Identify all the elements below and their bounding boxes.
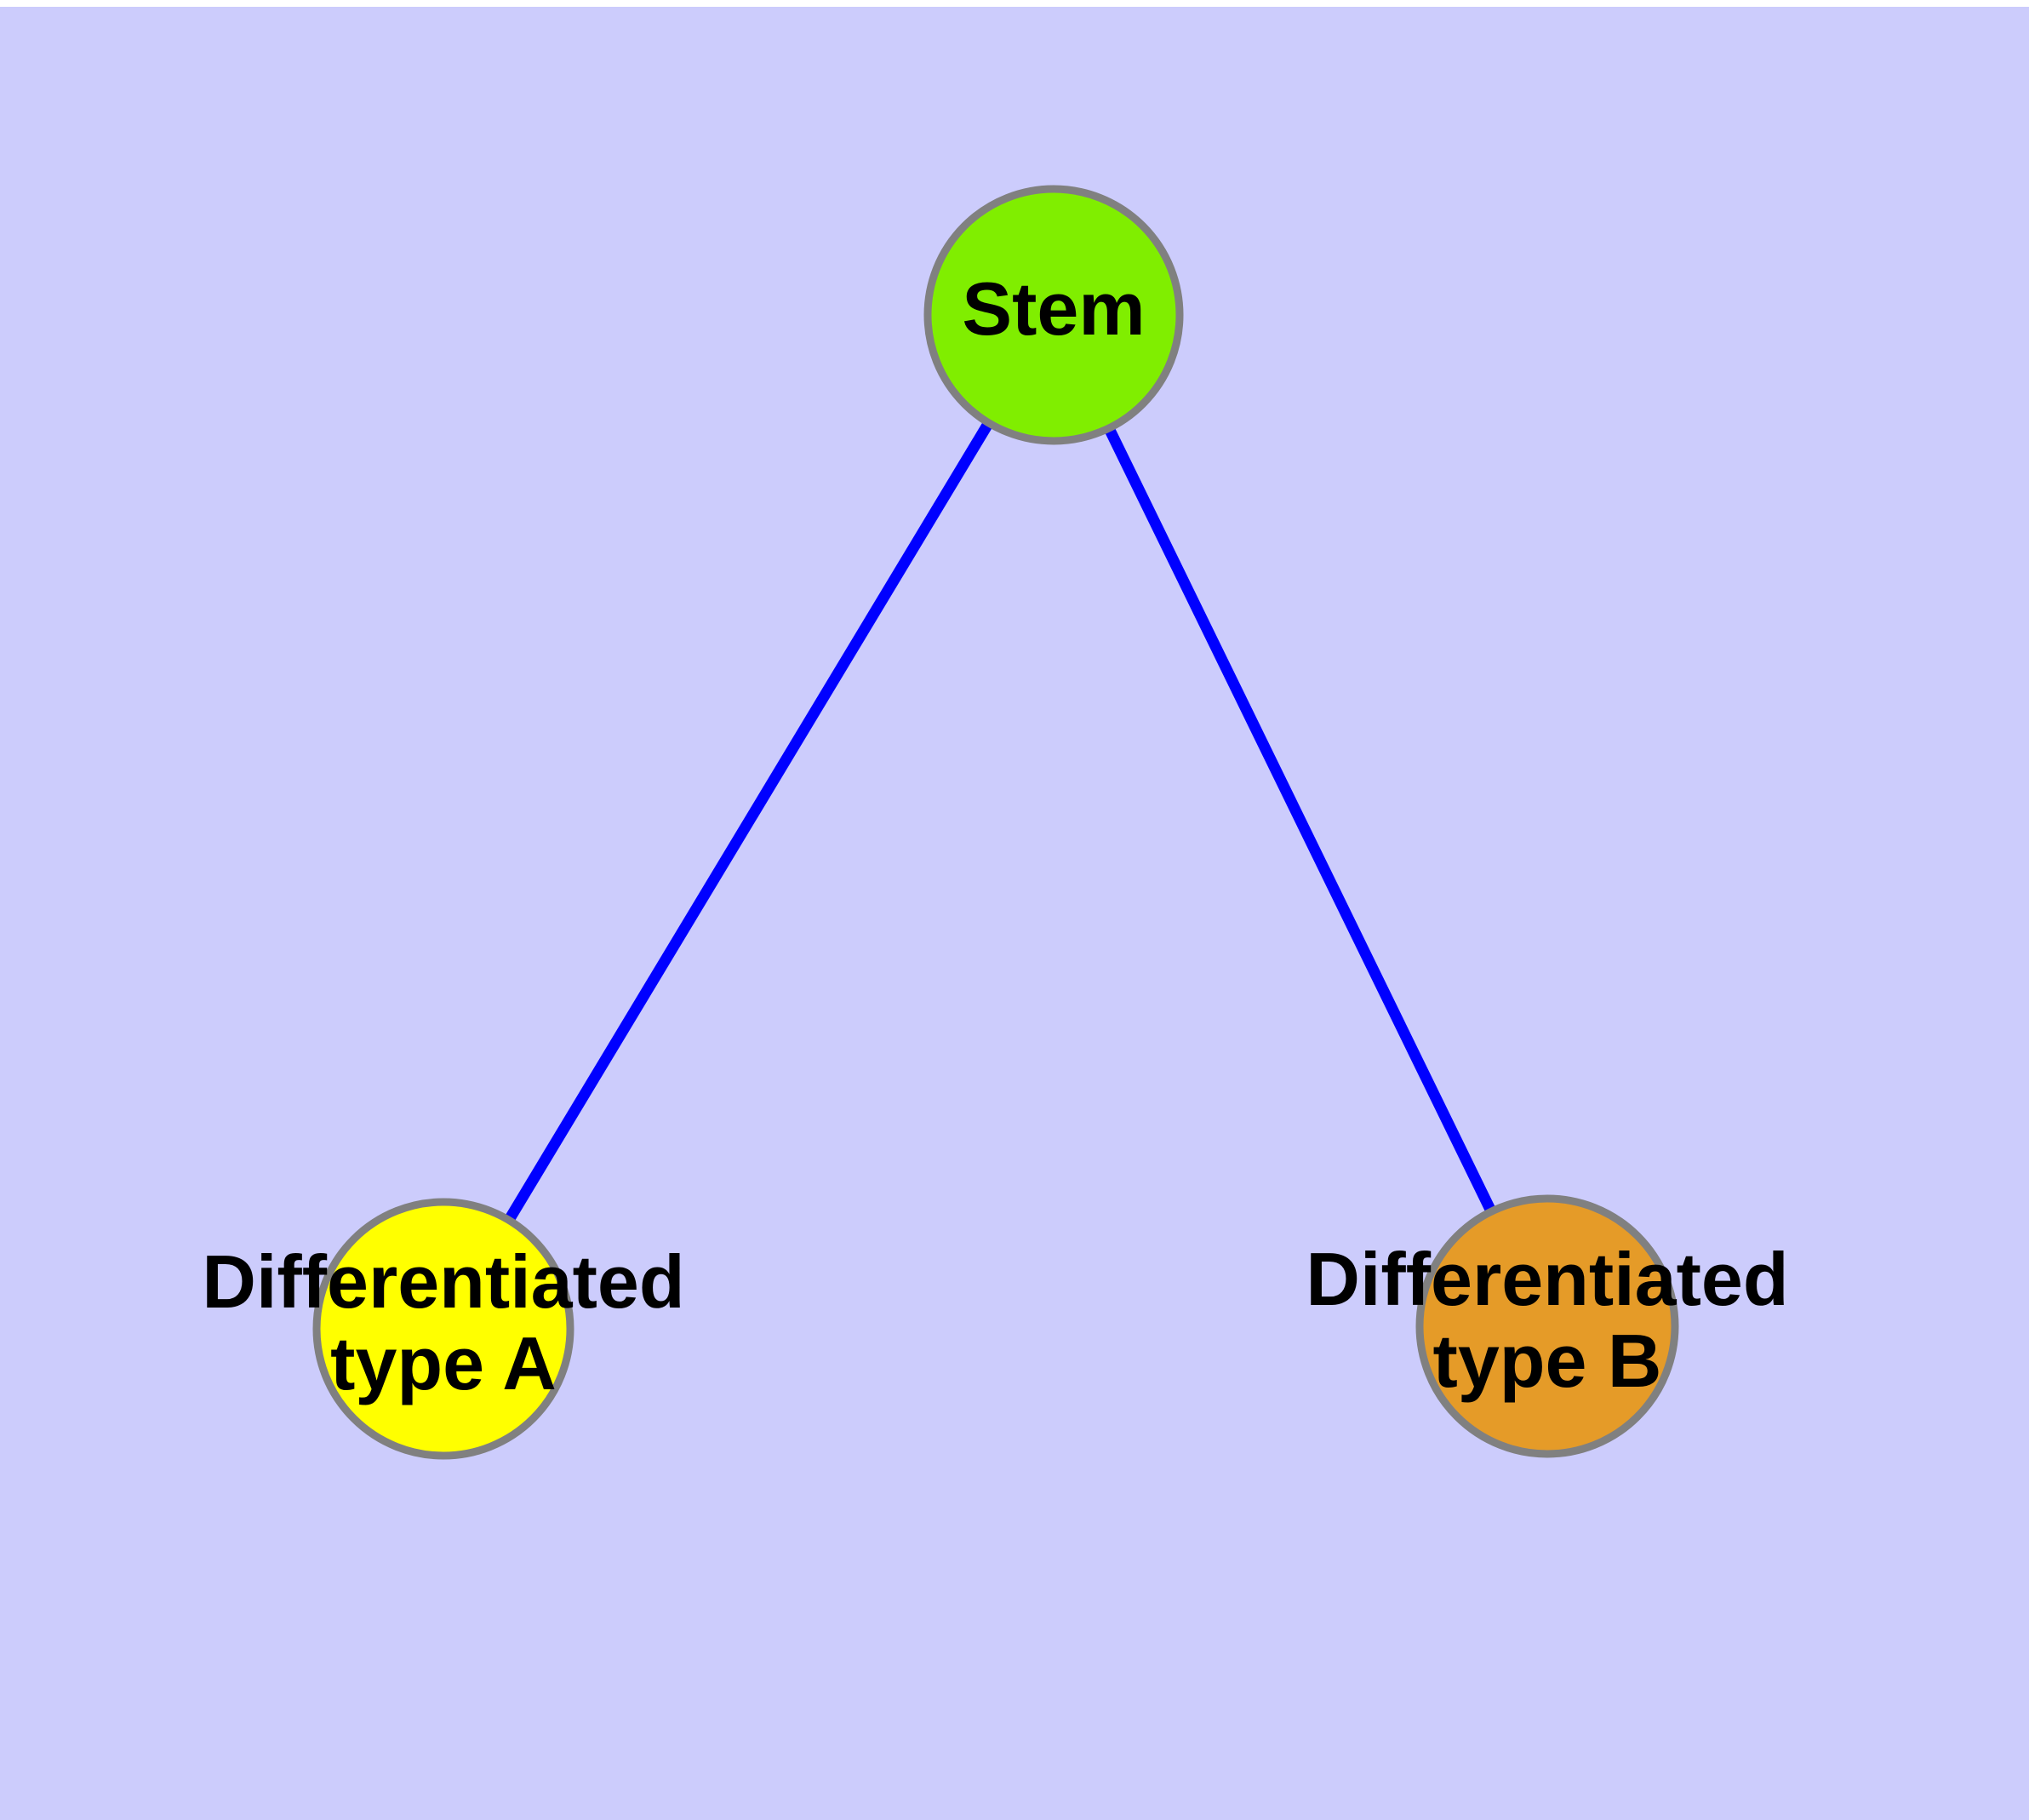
graph-node-label-stem: Stem [962,266,1145,351]
nodes-layer [312,185,1679,1460]
graph-edge-stem-to-diff_b [1101,421,1499,1219]
graph-node-stem[interactable] [923,185,1184,445]
label-line: type B [1433,1319,1662,1403]
graph-edge-stem-to-diff_a [501,415,997,1228]
label-line: Differentiated [202,1239,684,1324]
graph-node-diff_b[interactable] [1415,1194,1679,1458]
edges-layer [501,415,1499,1228]
label-line: type A [330,1321,557,1405]
graph-node-diff_a[interactable] [312,1198,574,1460]
label-line: Differentiated [1306,1237,1788,1321]
label-line: Stem [962,266,1145,351]
